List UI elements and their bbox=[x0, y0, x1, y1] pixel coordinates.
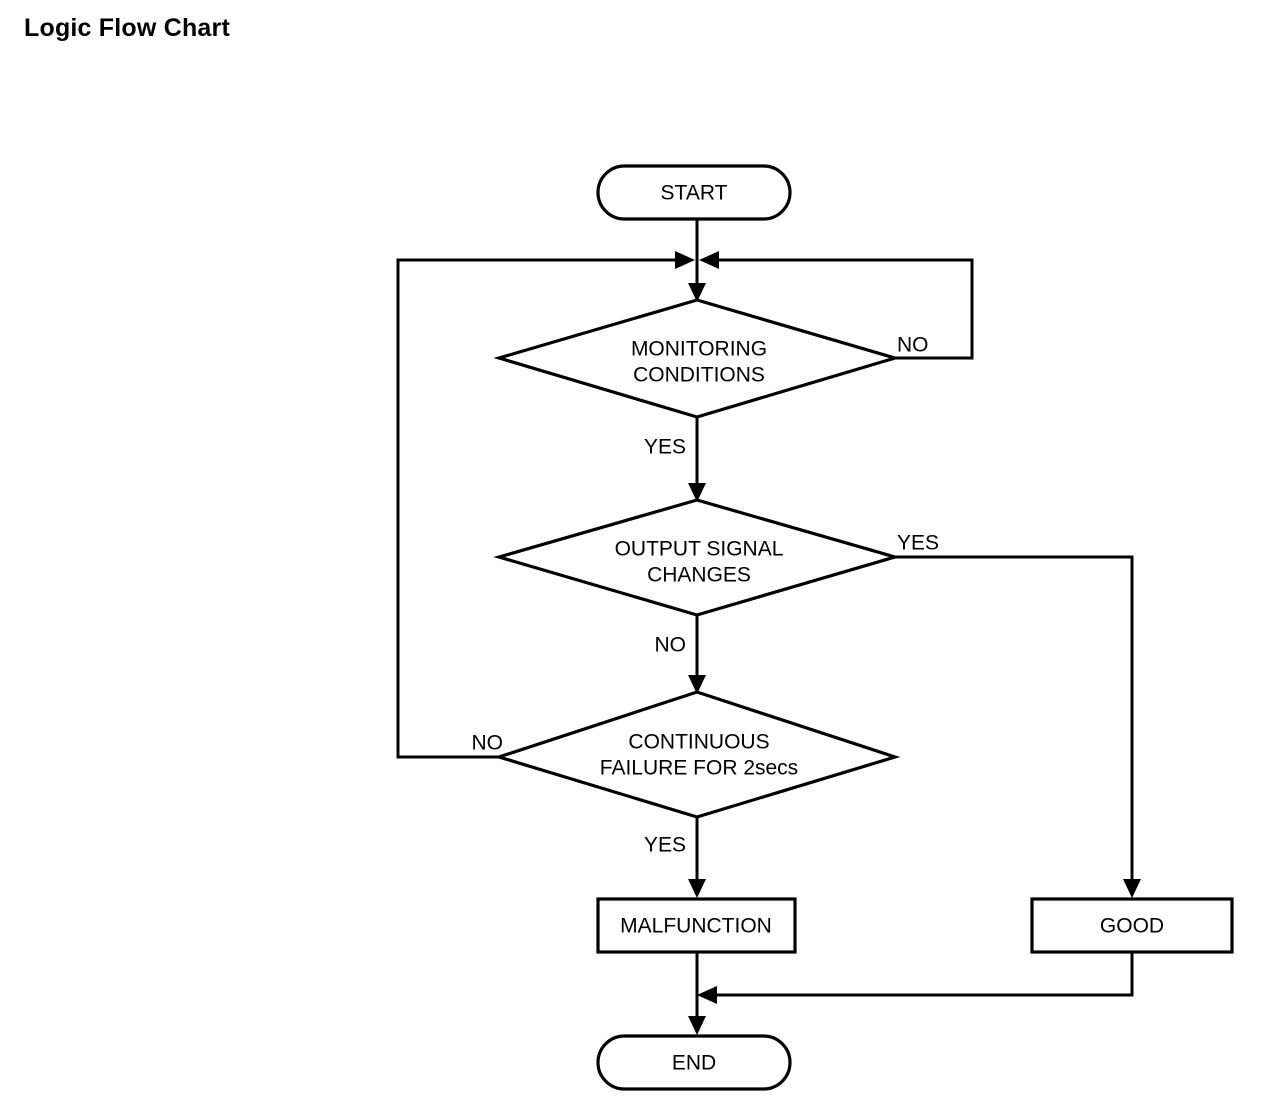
node-output-signal-changes[interactable]: OUTPUT SIGNAL CHANGES bbox=[493, 498, 901, 617]
edge-line bbox=[396, 258, 682, 759]
output-label-line1: OUTPUT SIGNAL bbox=[615, 538, 784, 561]
failure-label-line1: CONTINUOUS bbox=[628, 731, 769, 754]
branch-label-failure-yes: YES bbox=[644, 834, 686, 857]
output-diamond bbox=[493, 498, 901, 617]
edge-monitoring-no-loop bbox=[699, 251, 974, 360]
arrow-head-right bbox=[675, 251, 695, 269]
branch-label-failure-no: NO bbox=[472, 732, 504, 755]
edge-output-no bbox=[688, 615, 706, 694]
output-label-line2: CHANGES bbox=[647, 564, 751, 587]
arrow-head-down bbox=[688, 283, 706, 302]
edge-output-yes-to-good bbox=[895, 555, 1141, 898]
node-end[interactable]: END bbox=[596, 1034, 792, 1091]
malfunction-label: MALFUNCTION bbox=[620, 915, 772, 938]
arrow-head-down bbox=[1123, 879, 1141, 898]
monitoring-label-line2: CONDITIONS bbox=[633, 364, 765, 387]
arrow-head-down bbox=[688, 879, 706, 898]
branch-label-monitoring-yes: YES bbox=[644, 436, 686, 459]
arrow-head-down bbox=[688, 483, 706, 502]
branch-label-output-no: NO bbox=[655, 634, 687, 657]
node-continuous-failure[interactable]: CONTINUOUS FAILURE FOR 2secs bbox=[493, 690, 901, 819]
edge-start-to-monitoring bbox=[688, 218, 706, 302]
node-start[interactable]: START bbox=[596, 164, 792, 221]
arrow-head-left bbox=[697, 986, 717, 1004]
node-monitoring-conditions[interactable]: MONITORING CONDITIONS bbox=[493, 298, 901, 419]
end-label: END bbox=[672, 1052, 716, 1075]
edge-failure-no-loop bbox=[396, 251, 695, 759]
page-title: Logic Flow Chart bbox=[24, 14, 230, 42]
monitoring-label-line1: MONITORING bbox=[631, 338, 767, 361]
edge-failure-yes-to-malfunction bbox=[688, 817, 706, 898]
good-shape bbox=[1030, 897, 1234, 954]
failure-label-line2: FAILURE FOR 2secs bbox=[600, 757, 798, 780]
start-label: START bbox=[661, 182, 728, 205]
edge-line bbox=[895, 555, 1134, 890]
arrow-head-down bbox=[688, 1016, 706, 1035]
edge-good-to-end bbox=[697, 952, 1134, 1004]
monitoring-diamond bbox=[493, 298, 901, 419]
edge-line bbox=[710, 952, 1134, 997]
end-shape bbox=[596, 1034, 792, 1091]
node-malfunction[interactable]: MALFUNCTION bbox=[596, 897, 797, 954]
node-good[interactable]: GOOD bbox=[1030, 897, 1234, 954]
arrow-head-down bbox=[688, 675, 706, 694]
branch-label-monitoring-no: NO bbox=[897, 334, 929, 357]
edge-malfunction-to-end bbox=[688, 952, 706, 1035]
branch-label-output-yes: YES bbox=[897, 532, 939, 555]
start-shape bbox=[596, 164, 792, 221]
failure-diamond bbox=[493, 690, 901, 819]
edge-line bbox=[712, 258, 974, 360]
malfunction-shape bbox=[596, 897, 797, 954]
edge-monitoring-yes bbox=[688, 417, 706, 502]
good-label: GOOD bbox=[1100, 915, 1164, 938]
arrow-head-left bbox=[699, 251, 719, 269]
